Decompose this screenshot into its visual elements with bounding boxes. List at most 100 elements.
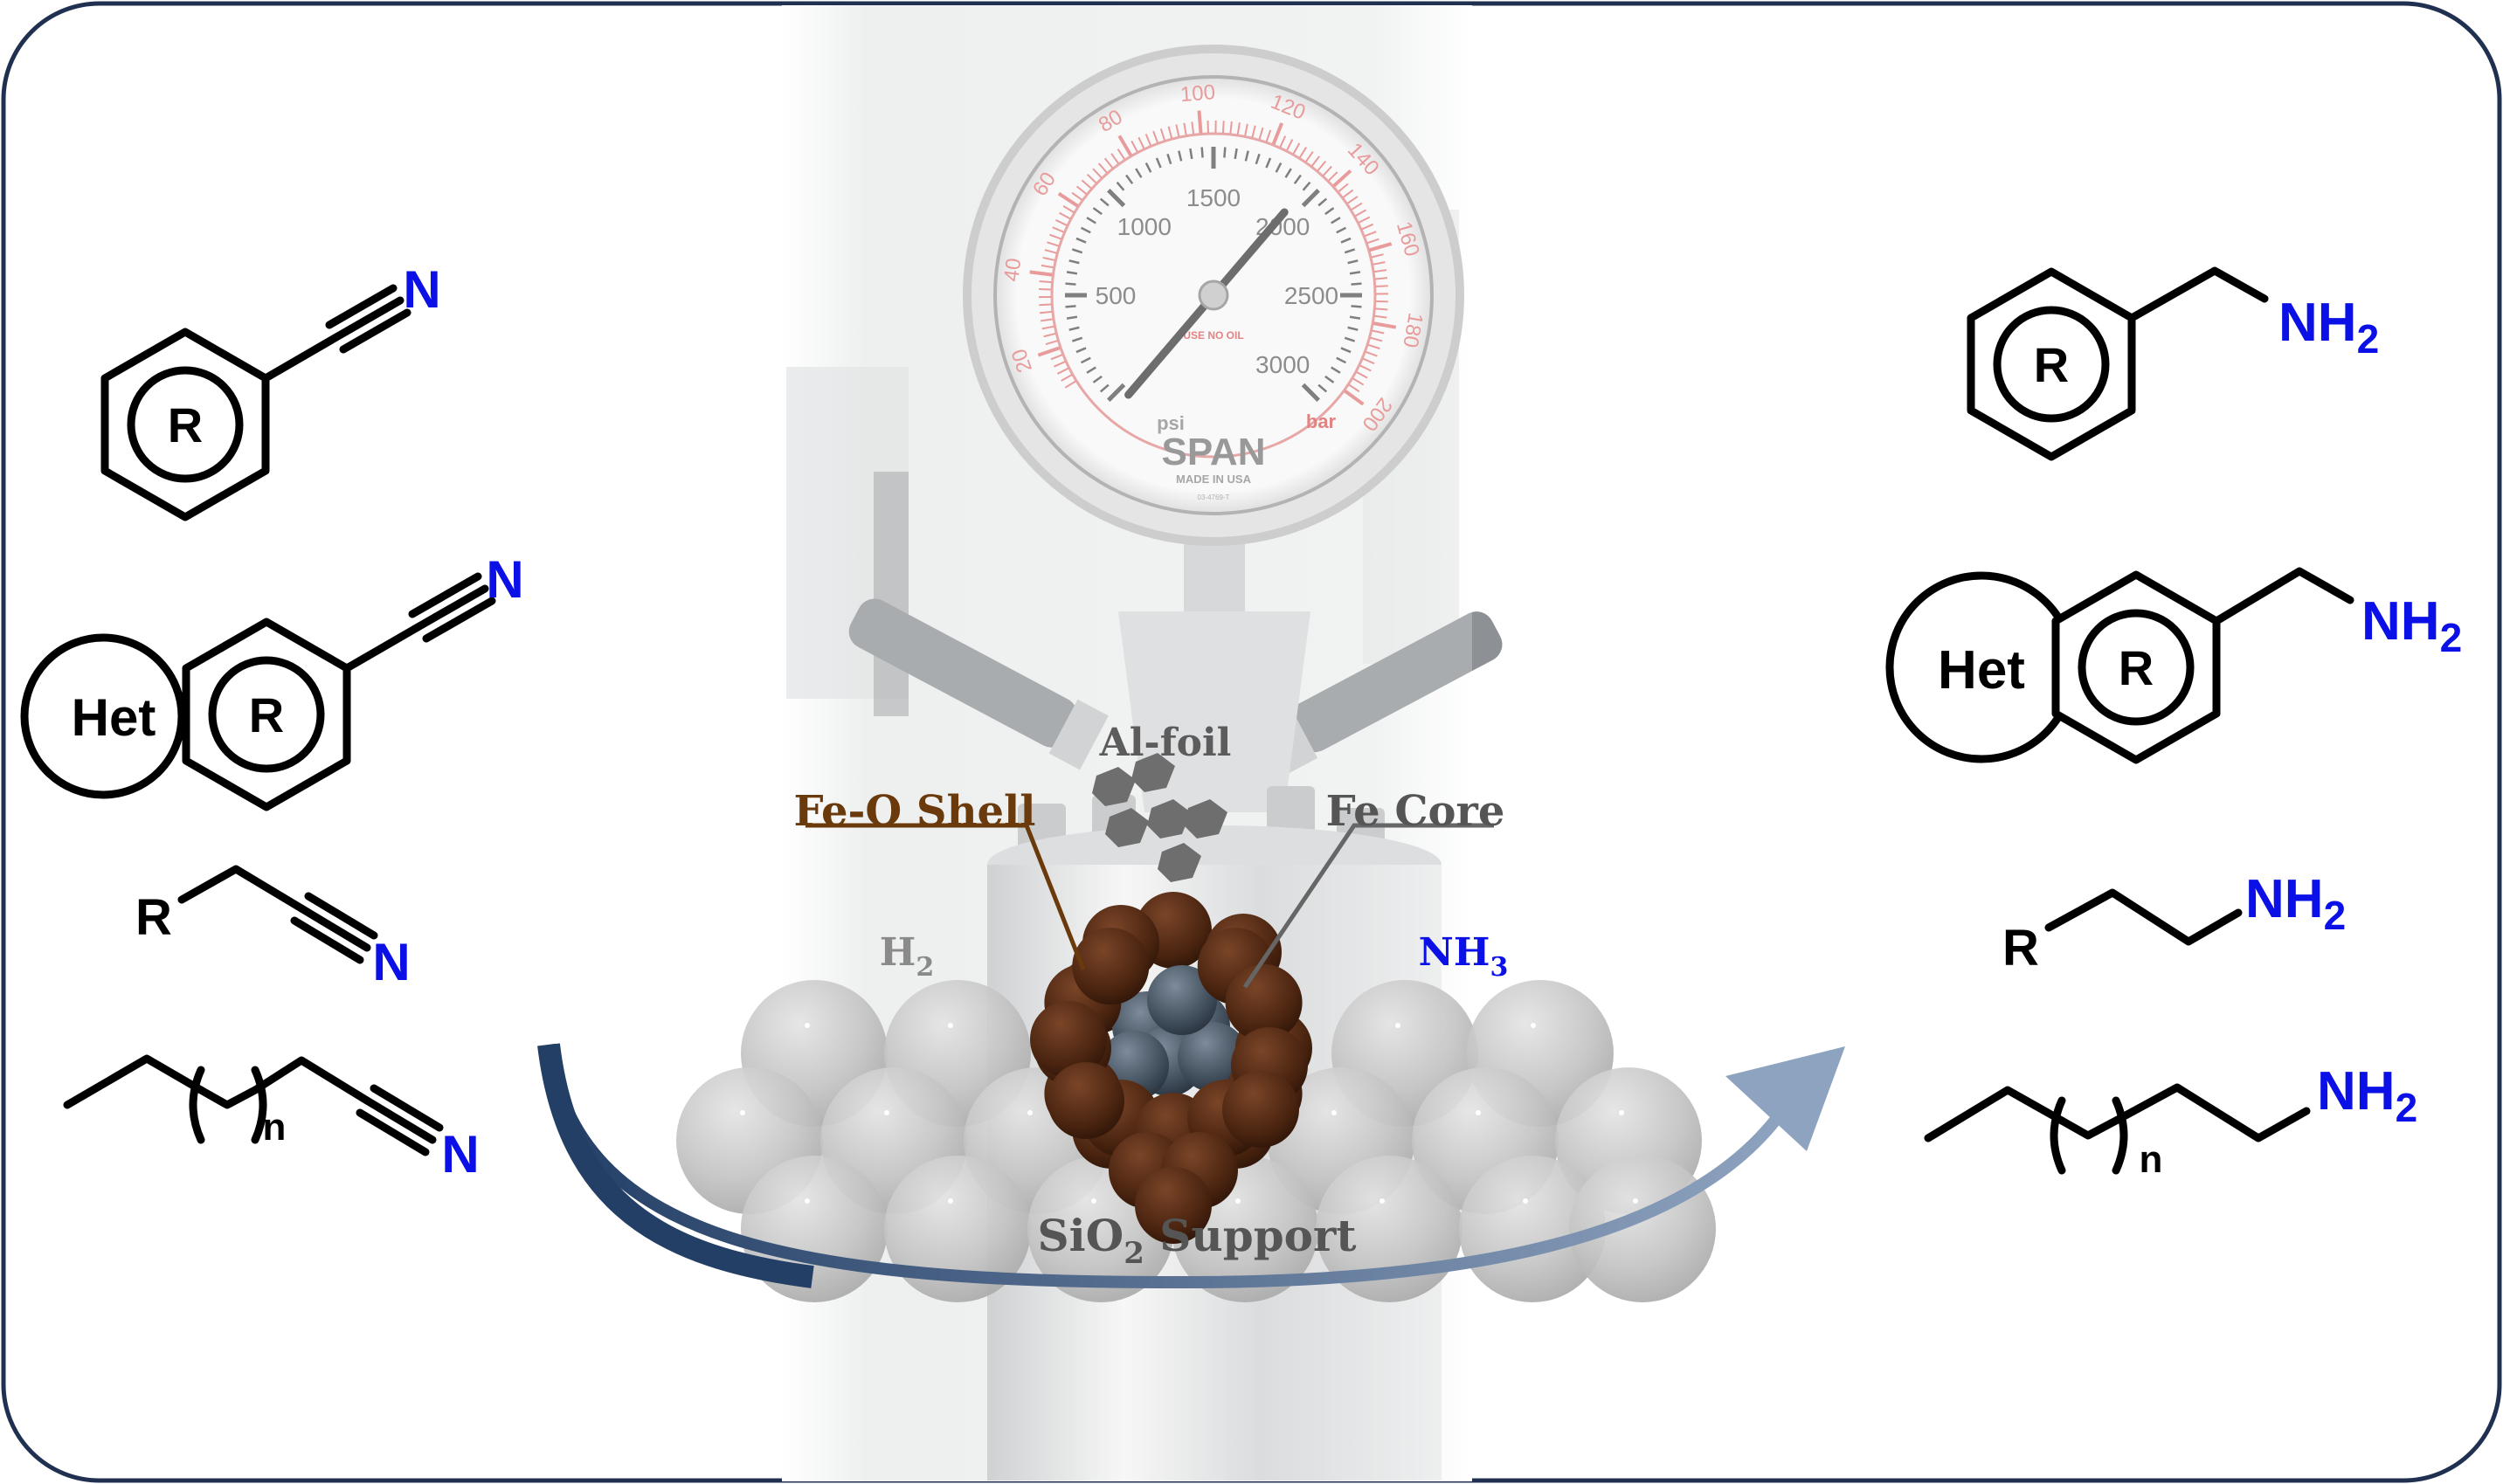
gauge-bar-tick (1342, 189, 1354, 198)
fe-core-shell-nanoparticle (1030, 892, 1312, 1244)
gauge-psi-tick (1065, 282, 1076, 286)
gauge-psi-tick (1349, 271, 1361, 275)
gauge-bar-tick (1057, 191, 1079, 208)
gauge-psi-tick (1223, 147, 1227, 158)
gauge-bar-tick (1152, 130, 1158, 143)
gauge-bar-tick (1358, 216, 1371, 224)
fe-core-label: Fe Core (1326, 787, 1505, 836)
gauge-psi-tick (1344, 248, 1356, 254)
fe-core-atom (1147, 965, 1217, 1035)
gauge-psi-label: 3000 (1255, 351, 1310, 378)
gauge-bar-tick (1039, 303, 1052, 307)
gauge-bar-tick (1055, 219, 1068, 226)
svg-text:n: n (263, 1106, 287, 1149)
valve-arm-left (848, 598, 1109, 770)
gauge-bar-tick (1373, 261, 1386, 266)
sphere-highlight (1331, 1110, 1337, 1115)
nitrogen-atom: N (403, 260, 440, 319)
gauge-psi-tick (1086, 217, 1096, 224)
gauge-psi-tick (1336, 356, 1347, 364)
gauge-psi-tick (1349, 315, 1361, 320)
gauge-bar-tick (1364, 231, 1377, 238)
gauge-bar-tick (1054, 361, 1066, 368)
gauge-bar-tick (1258, 127, 1264, 140)
gauge-psi-tick (1317, 197, 1328, 207)
gauge-psi-tick (1075, 237, 1087, 244)
product-fused-heteroaryl-amine: Het R NH2 (1885, 567, 2462, 764)
gauge-model: 03-4769-T (1198, 494, 1230, 501)
gauge-psi-tick (1331, 217, 1341, 224)
gauge-bar-tick (1045, 340, 1058, 346)
gauge-warning: USE NO OIL (1183, 329, 1243, 342)
gauge-psi-tick (1200, 147, 1204, 158)
nh3-label: NH3 (1419, 930, 1509, 983)
gauge-bar-tick (1049, 233, 1061, 240)
al-foil-label: Al-foil (1099, 721, 1232, 765)
gauge-psi-tick (1336, 226, 1347, 234)
gauge-bar-tick (1130, 140, 1138, 153)
reactant-aryl-nitrile: R N (100, 260, 441, 521)
gauge-psi-tick (1189, 148, 1193, 160)
gauge-bar-tick (1338, 183, 1349, 193)
gauge-psi-tick (1275, 162, 1283, 173)
fe-o-shell-atom (1030, 1001, 1107, 1078)
gauge-psi-tick (1125, 174, 1134, 184)
gauge-bar-tick (1328, 171, 1338, 182)
sphere-highlight (805, 1023, 810, 1028)
gauge-bar-tick (1292, 142, 1301, 155)
gauge-psi-label: 2500 (1284, 282, 1338, 309)
gauge-origin: MADE IN USA (1176, 473, 1252, 486)
gauge-psi-tick (1284, 168, 1292, 178)
gauge-psi-tick (1144, 162, 1152, 173)
gauge-bar-tick (1373, 321, 1397, 329)
gauge-psi-tick (1166, 153, 1172, 165)
fe-o-shell-atom (1072, 928, 1150, 1005)
gauge-psi-tick (1116, 181, 1125, 191)
gauge-bar-tick (1042, 256, 1055, 261)
gauge-bar-unit: bar (1306, 411, 1337, 432)
reactant-alkyl-nitrile: R N (135, 865, 411, 991)
gauge-psi-tick (1302, 181, 1311, 191)
gauge-bar-tick (1075, 185, 1088, 195)
gauge-bar-tick (1092, 168, 1103, 179)
gauge-bar-tick (1305, 150, 1314, 162)
gauge-bar-tick (1298, 147, 1308, 158)
svg-text:R: R (2002, 920, 2039, 977)
gauge-bar-arc (1050, 132, 1377, 459)
svg-text:Het: Het (1938, 640, 2025, 701)
gauge-psi-tick (1080, 356, 1091, 364)
sphere-highlight (1027, 1110, 1033, 1115)
reactant-fused-heteroaryl-nitrile: Het R N (20, 550, 524, 811)
gauge-psi-tick (1065, 305, 1076, 308)
gauge-bar-tick (1367, 343, 1380, 350)
gauge-psi-tick (1340, 347, 1352, 354)
gauge-psi-tick (1155, 157, 1162, 169)
gauge-bar-tick (1348, 383, 1360, 393)
gauge-psi-tick (1244, 150, 1249, 162)
gauge-psi-tick (1107, 383, 1126, 402)
gauge-bar-tick (1103, 157, 1114, 169)
gauge-bar-tick (1286, 139, 1294, 151)
gauge-bar-tick (1362, 357, 1375, 365)
reactant-long-chain-nitrile: n N (63, 1054, 480, 1184)
gauge-bar-tick (1344, 389, 1365, 406)
gauge-bar-tick (1351, 202, 1363, 211)
gauge-psi-tick (1324, 207, 1335, 216)
gauge-bar-tick (1332, 169, 1352, 188)
gauge-psi-tick (1135, 168, 1143, 178)
svg-text:R: R (168, 397, 203, 452)
gauge-bar-tick (1244, 123, 1248, 136)
gauge-bar-tick (1062, 205, 1075, 213)
gauge-psi-tick (1293, 174, 1302, 184)
gauge-bar-tick (1050, 354, 1063, 361)
gauge-psi-tick (1301, 383, 1320, 402)
gauge-psi-tick (1099, 383, 1110, 393)
gauge-psi-tick (1066, 271, 1078, 275)
fe-core-leader-line (1242, 823, 1494, 989)
gauge-bar-tick (1159, 128, 1165, 141)
gauge-bar-label: 40 (999, 257, 1026, 283)
gauge-bar-tick (1039, 310, 1053, 314)
gauge-bar-tick (1271, 122, 1284, 145)
sphere-highlight (948, 1198, 953, 1204)
nitrogen-atom: N (372, 933, 410, 991)
